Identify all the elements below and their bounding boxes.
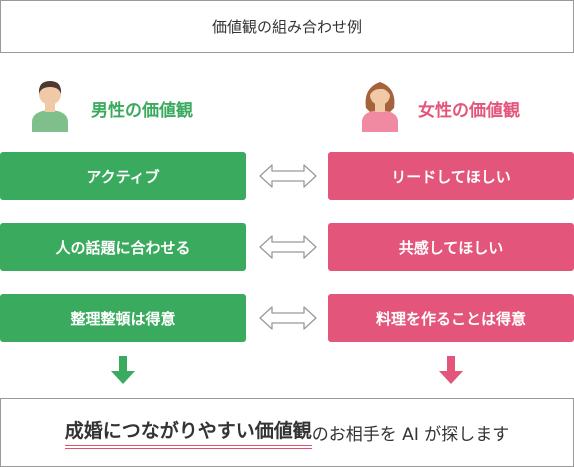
male-value-2: 人の話題に合わせる bbox=[0, 223, 246, 271]
man-avatar-icon bbox=[30, 78, 70, 132]
female-value-2: 共感してほしい bbox=[328, 223, 574, 271]
male-heading: 男性の価値観 bbox=[91, 101, 193, 121]
header-title: 価値観の組み合わせ例 bbox=[211, 18, 362, 36]
male-value-1: アクティブ bbox=[0, 152, 246, 200]
header-box: 価値観の組み合わせ例 bbox=[0, 0, 574, 53]
female-value-3: 料理を作ることは得意 bbox=[328, 294, 574, 342]
female-value-1: リードしてほしい bbox=[328, 152, 574, 200]
double-arrow-icon bbox=[258, 305, 318, 331]
down-arrow-icon bbox=[111, 356, 135, 384]
result-emphasis: 成婚につながりやすい価値観 bbox=[64, 416, 312, 449]
male-value-3: 整理整頓は得意 bbox=[0, 294, 246, 342]
down-arrow-icon bbox=[439, 356, 463, 384]
female-heading: 女性の価値観 bbox=[418, 101, 520, 121]
result-text: のお相手を AI が探します bbox=[311, 425, 510, 445]
woman-avatar-icon bbox=[360, 78, 400, 132]
double-arrow-icon bbox=[258, 234, 318, 260]
double-arrow-icon bbox=[258, 163, 318, 189]
result-box: 成婚につながりやすい価値観のお相手を AI が探します bbox=[0, 398, 574, 467]
